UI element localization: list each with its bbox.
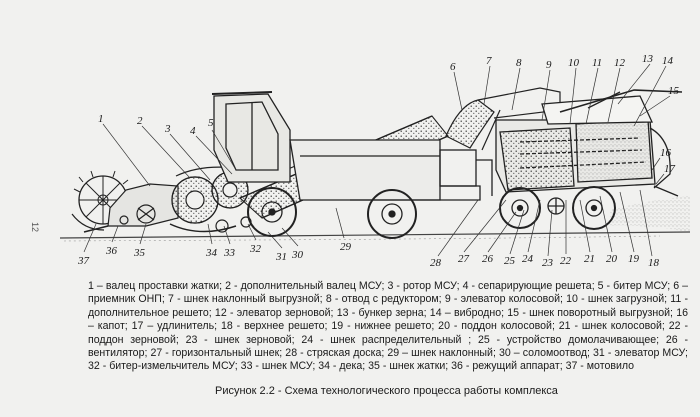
callout-2: 2 xyxy=(137,115,143,127)
header-body xyxy=(83,183,179,233)
page-number: 12 xyxy=(30,222,40,233)
callout-11: 11 xyxy=(592,57,602,69)
callout-22: 22 xyxy=(560,255,572,267)
callout-5: 5 xyxy=(208,117,214,129)
callout-24: 24 xyxy=(522,253,534,265)
thresher-body xyxy=(495,119,656,193)
callout-12: 12 xyxy=(614,57,626,69)
callout-32: 32 xyxy=(249,243,262,255)
callout-4: 4 xyxy=(190,125,196,137)
msu-unit xyxy=(169,166,263,233)
callout-29: 29 xyxy=(340,241,352,253)
callout-19: 19 xyxy=(628,253,640,265)
callout-8: 8 xyxy=(516,57,522,69)
thresher-wheels xyxy=(499,186,616,230)
ground xyxy=(59,196,691,242)
callout-6: 6 xyxy=(450,61,456,73)
callout-7: 7 xyxy=(486,55,492,67)
reel xyxy=(71,170,134,231)
leader-lines xyxy=(83,63,671,257)
tractor-wheels xyxy=(247,187,417,239)
combine-scheme-drawing: 1 2 3 4 5 6 7 8 9 10 11 12 13 14 15 16 1… xyxy=(59,53,691,269)
legend-text: 1 – валец проставки жатки; 2 - дополните… xyxy=(88,280,688,373)
callout-9: 9 xyxy=(546,59,552,71)
figure-caption: Рисунок 2.2 - Схема технологического про… xyxy=(215,385,558,397)
callout-16: 16 xyxy=(660,147,672,159)
callout-25: 25 xyxy=(504,255,516,267)
grain-bin xyxy=(541,89,683,125)
callout-23: 23 xyxy=(542,257,554,269)
callout-15: 15 xyxy=(668,85,680,97)
callout-37: 37 xyxy=(77,255,90,267)
callout-13: 13 xyxy=(642,53,654,65)
callout-21: 21 xyxy=(584,253,595,265)
callout-27: 27 xyxy=(458,253,470,265)
callout-20: 20 xyxy=(606,253,618,265)
callout-31: 31 xyxy=(275,251,287,263)
hood-extension xyxy=(649,127,679,197)
callout-17: 17 xyxy=(664,163,676,175)
callout-35: 35 xyxy=(133,247,146,259)
tractor-chassis xyxy=(289,139,493,201)
callout-28: 28 xyxy=(430,257,442,269)
callout-numbers: 1 2 3 4 5 6 7 8 9 10 11 12 13 14 15 16 1… xyxy=(77,53,680,269)
callout-30: 30 xyxy=(291,249,304,261)
callout-1: 1 xyxy=(98,113,104,125)
callout-10: 10 xyxy=(568,57,580,69)
callout-18: 18 xyxy=(648,257,660,269)
callout-34: 34 xyxy=(205,247,218,259)
callout-36: 36 xyxy=(105,245,118,257)
cab xyxy=(211,91,291,183)
callout-26: 26 xyxy=(482,253,494,265)
callout-14: 14 xyxy=(662,55,674,67)
thresher-receiver xyxy=(445,87,561,151)
callout-3: 3 xyxy=(164,123,171,135)
callout-33: 33 xyxy=(223,247,236,259)
